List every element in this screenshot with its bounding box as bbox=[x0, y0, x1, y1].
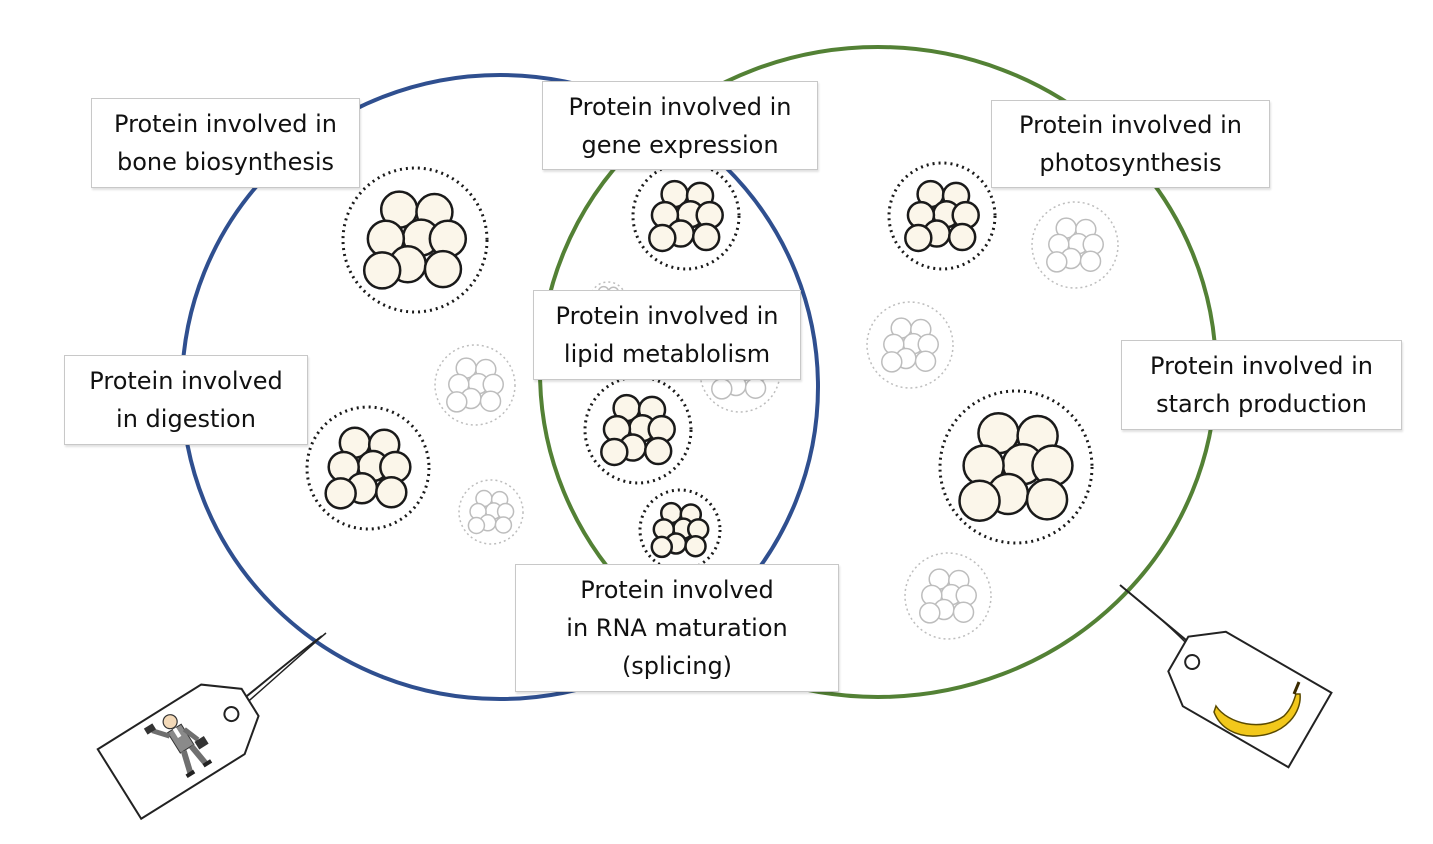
protein-blob bbox=[952, 601, 975, 623]
cluster-ring bbox=[1031, 201, 1119, 289]
protein-cluster bbox=[631, 161, 741, 271]
protein-blob bbox=[1079, 250, 1102, 272]
faded-protein-cluster bbox=[1031, 201, 1119, 289]
protein-blob bbox=[919, 602, 941, 624]
faded-protein-cluster bbox=[434, 344, 516, 426]
protein-blob bbox=[691, 222, 721, 252]
protein-blob bbox=[904, 223, 933, 253]
plant-tag-shape bbox=[1167, 630, 1333, 769]
businessman-icon bbox=[143, 714, 213, 778]
plant-tag bbox=[1119, 584, 1333, 769]
faded-protein-cluster bbox=[458, 479, 524, 545]
protein-blob bbox=[684, 534, 707, 558]
protein-blob bbox=[494, 516, 513, 534]
faded-protein-cluster bbox=[866, 301, 954, 389]
cluster-ring bbox=[434, 344, 516, 426]
protein-blob bbox=[711, 378, 733, 400]
protein-blob bbox=[362, 251, 402, 290]
protein-cluster bbox=[583, 375, 693, 485]
protein-blob bbox=[600, 437, 629, 467]
label-digestion: Protein involved in digestion bbox=[64, 355, 308, 445]
protein-cluster bbox=[341, 166, 489, 314]
cluster-ring bbox=[638, 488, 722, 572]
protein-blob bbox=[958, 479, 1001, 522]
cluster-ring bbox=[458, 479, 524, 545]
label-rna-maturation: Protein involved in RNA maturation (spli… bbox=[515, 564, 839, 692]
protein-blob bbox=[324, 477, 357, 510]
faded-protein-cluster bbox=[904, 552, 992, 640]
label-lipid-metabolism: Protein involved in lipid metablolism bbox=[533, 290, 801, 380]
protein-cluster bbox=[305, 405, 431, 531]
label-photosynthesis: Protein involved in photosynthesis bbox=[991, 100, 1270, 188]
protein-blob bbox=[881, 351, 903, 373]
cluster-ring bbox=[583, 375, 693, 485]
protein-cluster bbox=[638, 488, 722, 572]
cluster-ring bbox=[305, 405, 431, 531]
protein-blob bbox=[467, 516, 486, 535]
protein-blob bbox=[947, 222, 977, 252]
protein-blob bbox=[479, 390, 502, 412]
protein-blob bbox=[1025, 478, 1069, 521]
label-gene-expression: Protein involved in gene expression bbox=[542, 81, 818, 170]
cluster-ring bbox=[904, 552, 992, 640]
protein-blob bbox=[446, 391, 468, 413]
protein-blob bbox=[648, 223, 677, 253]
banana-icon bbox=[1213, 681, 1301, 737]
animal-tag bbox=[96, 632, 327, 821]
cluster-ring bbox=[866, 301, 954, 389]
animal-tag-shape bbox=[96, 683, 260, 821]
cluster-ring bbox=[631, 161, 741, 271]
cluster-ring bbox=[341, 166, 489, 314]
cluster-ring bbox=[887, 161, 997, 271]
protein-blob bbox=[375, 476, 408, 509]
protein-blob bbox=[650, 535, 674, 559]
cluster-ring bbox=[938, 389, 1094, 545]
protein-blob bbox=[643, 436, 673, 466]
protein-blob bbox=[744, 377, 767, 399]
protein-blob bbox=[423, 249, 463, 289]
protein-cluster bbox=[938, 389, 1094, 545]
protein-cluster bbox=[887, 161, 997, 271]
protein-blob bbox=[1046, 251, 1068, 273]
protein-blob bbox=[914, 350, 937, 372]
label-bone-biosynthesis: Protein involved in bone biosynthesis bbox=[91, 98, 360, 188]
label-starch-production: Protein involved in starch production bbox=[1121, 340, 1402, 430]
